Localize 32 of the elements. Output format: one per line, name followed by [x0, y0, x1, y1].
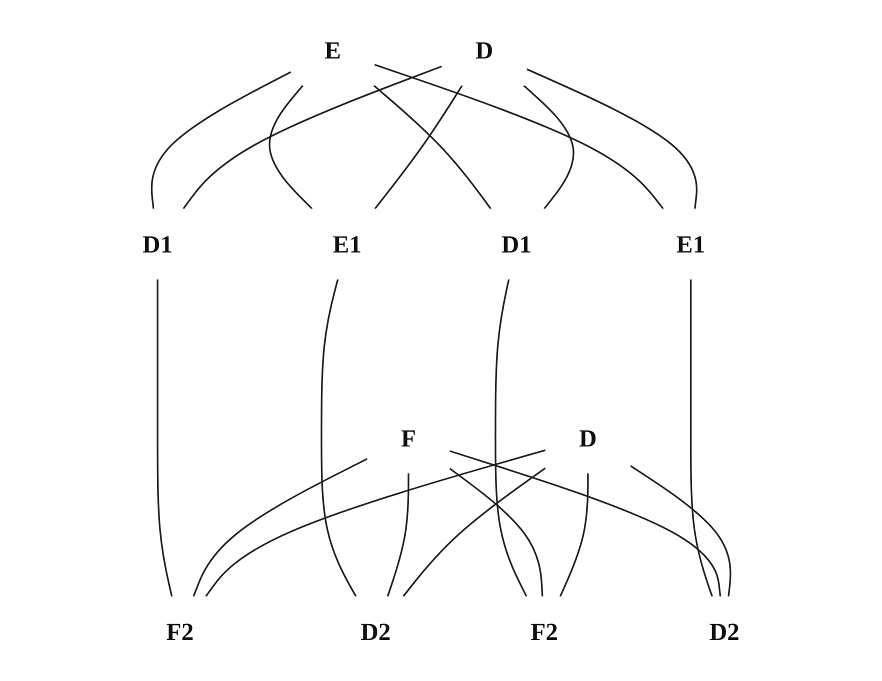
node-text: F [400, 423, 416, 452]
node-text: E [324, 36, 341, 64]
connector [386, 472, 410, 596]
connector [182, 65, 442, 209]
connector [374, 84, 463, 209]
connector [449, 450, 722, 596]
node-text: D2 [709, 617, 740, 646]
connector [320, 278, 357, 596]
connector [526, 68, 698, 208]
connector [630, 464, 732, 596]
node-text: E1 [332, 230, 362, 258]
node-text: D1 [142, 230, 173, 258]
connector [523, 84, 574, 209]
node-text: E1 [676, 230, 706, 258]
connector [374, 63, 664, 209]
connector [690, 278, 713, 596]
node-text: D2 [360, 617, 391, 646]
connector [150, 70, 292, 208]
node-text: D1 [501, 230, 532, 258]
node-text: D [475, 36, 494, 64]
node-text: D [579, 423, 597, 452]
connector [205, 448, 546, 596]
connector [449, 467, 544, 596]
connector [494, 278, 528, 596]
node-text: F2 [166, 617, 194, 646]
connector [559, 472, 589, 596]
connector [268, 84, 313, 209]
connector [402, 466, 546, 596]
connector [373, 84, 492, 209]
connector [156, 278, 173, 596]
connector [192, 458, 368, 596]
node-text: F2 [530, 617, 558, 646]
